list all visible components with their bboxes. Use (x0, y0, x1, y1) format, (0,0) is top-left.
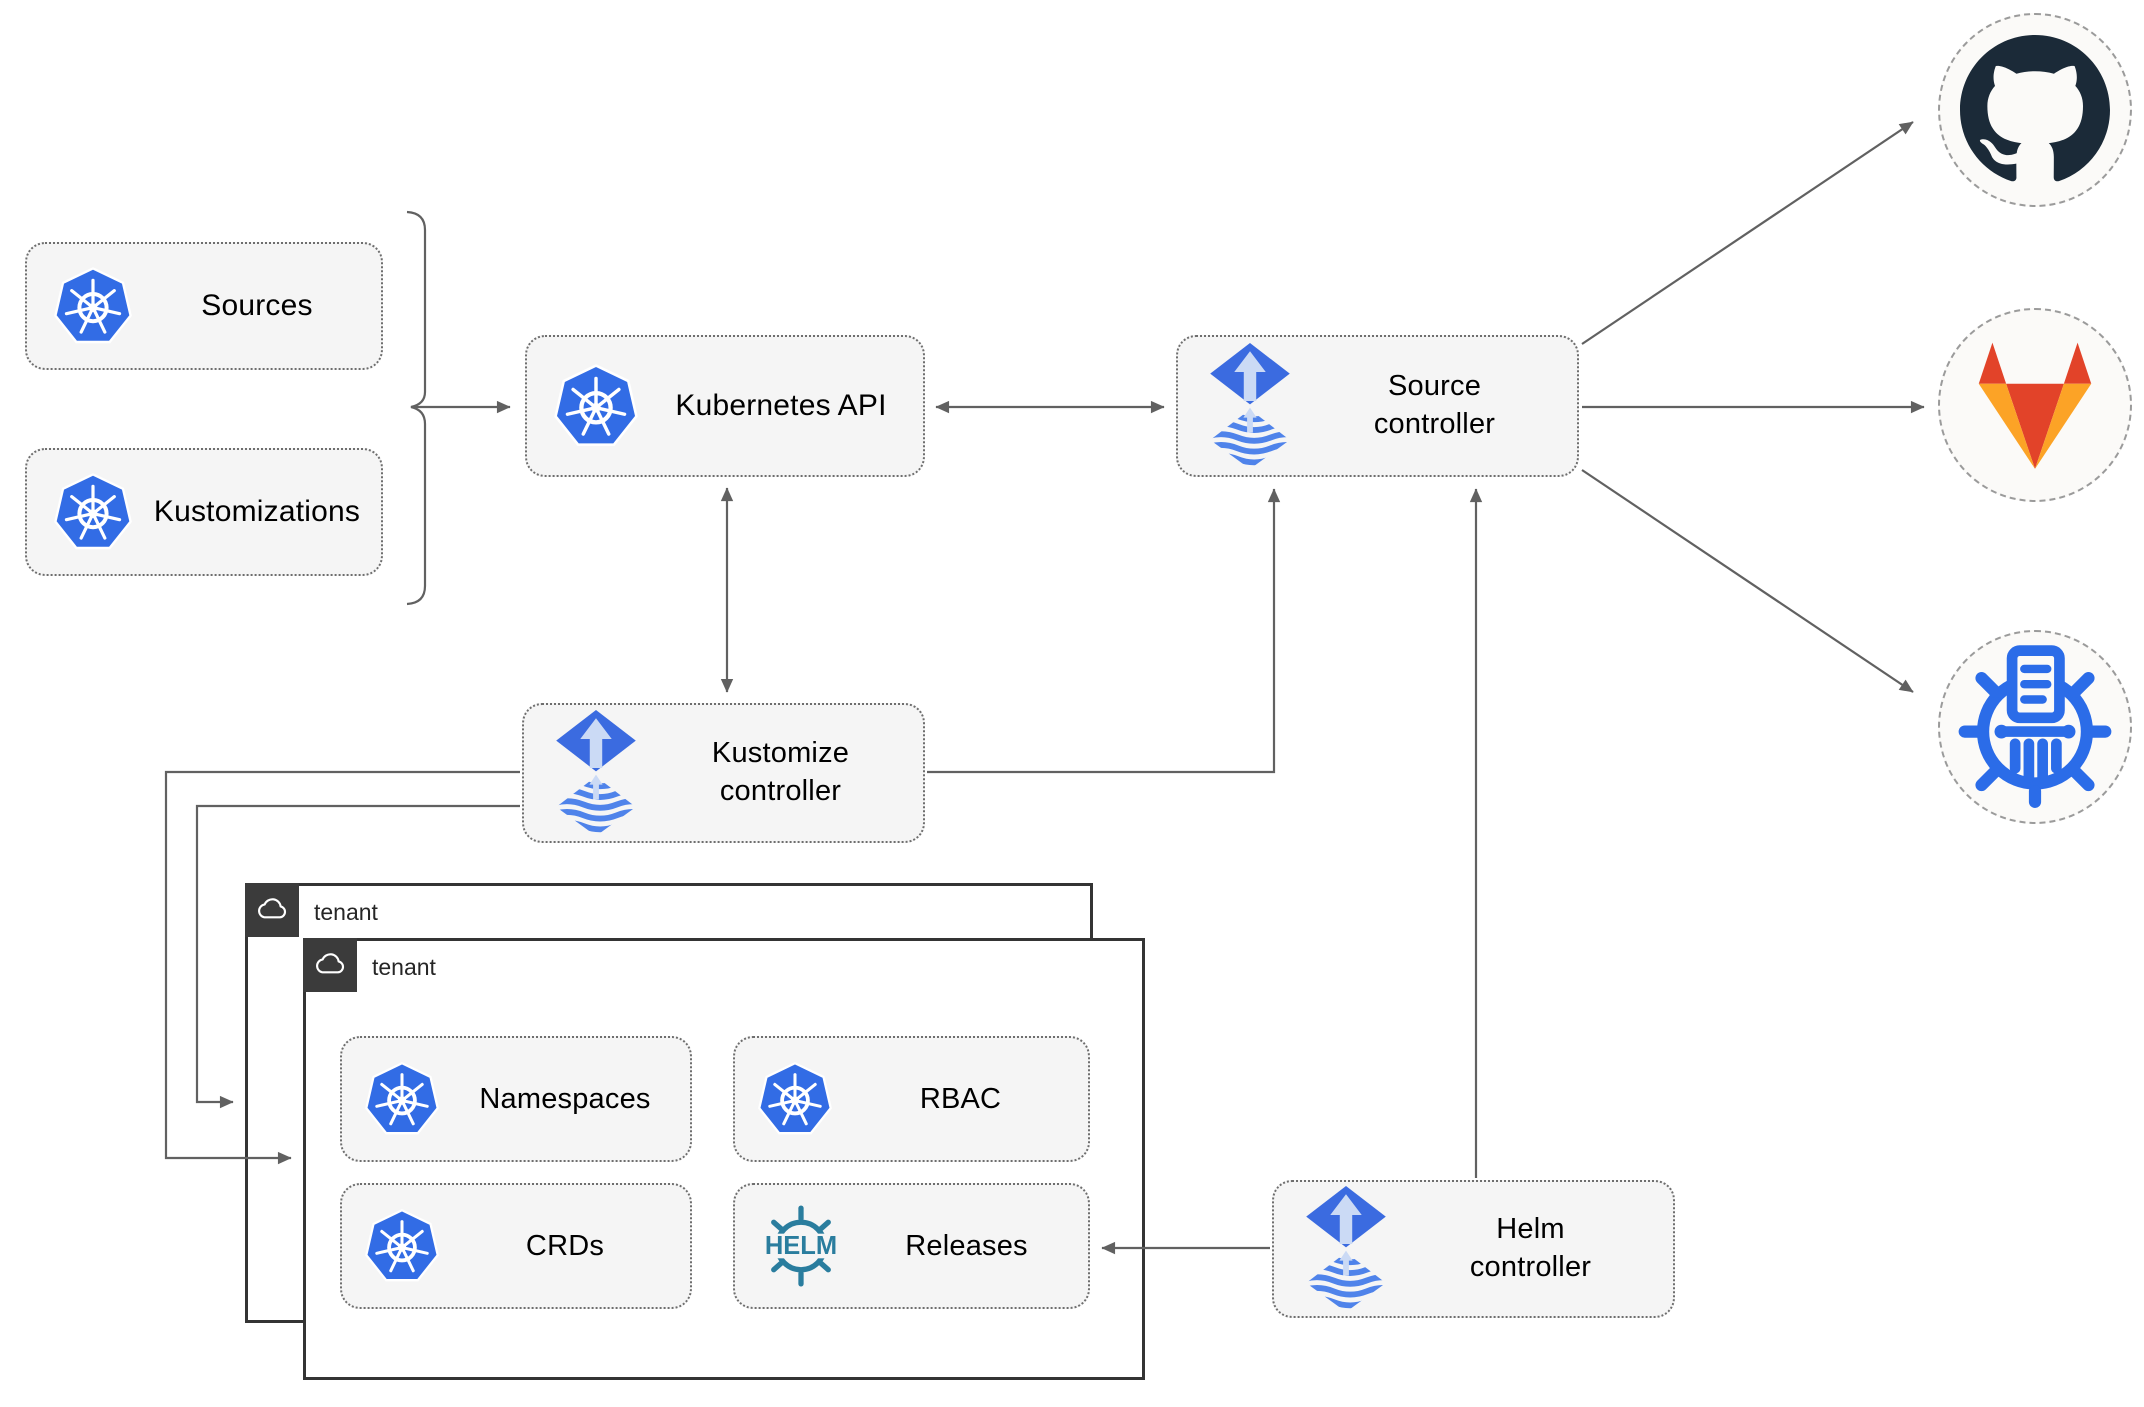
kubernetes-icon (553, 363, 639, 449)
node-label: Releases (905, 1229, 1028, 1262)
kubernetes-icon (364, 1061, 440, 1137)
node-helm-controller: Helm controller (1272, 1180, 1675, 1318)
node-kubernetes-api: Kubernetes API (525, 335, 925, 477)
node-label: CRDs (525, 1229, 605, 1262)
node-kustomizations: Kustomizations (25, 448, 383, 576)
node-label: Source controller (1292, 368, 1577, 443)
node-sources: Sources (25, 242, 383, 370)
node-releases: Releases (733, 1183, 1090, 1309)
kubernetes-icon (364, 1208, 440, 1284)
kubernetes-icon (757, 1061, 833, 1137)
kubernetes-icon (53, 266, 133, 346)
flux-icon (1304, 1186, 1388, 1312)
brace-sources-kustomizations (406, 210, 427, 606)
cloud-icon (255, 893, 289, 927)
node-crds: CRDs (340, 1183, 692, 1309)
edge-source-to-storage (1581, 469, 1914, 693)
tenant-label: tenant (314, 898, 378, 925)
edge-kustomize-to-source-controller (927, 488, 1281, 774)
edge-source-to-github (1581, 121, 1914, 345)
node-label: Kustomize controller (638, 735, 923, 810)
flux-icon (554, 710, 638, 836)
kubernetes-icon (53, 472, 133, 552)
github-icon (1960, 35, 2110, 185)
endpoint-github (1938, 13, 2132, 207)
node-label: Sources (201, 289, 313, 322)
node-kustomize-controller: Kustomize controller (522, 703, 925, 843)
node-label-line1: Source (1387, 370, 1482, 403)
node-label: Namespaces (479, 1082, 651, 1115)
node-label: Helm controller (1388, 1211, 1673, 1286)
tenant-header (245, 883, 299, 937)
node-label: Kustomizations (153, 495, 361, 528)
node-rbac: RBAC (733, 1036, 1090, 1162)
gitlab-icon (1959, 335, 2111, 475)
node-source-controller: Source controller (1176, 335, 1579, 477)
node-label-line2: controller (1469, 1251, 1592, 1283)
cloud-icon (313, 948, 347, 982)
node-label-line2: controller (719, 775, 842, 807)
node-label-line1: Helm (1496, 1213, 1565, 1246)
endpoint-storage (1938, 630, 2132, 824)
storage-icon (1951, 643, 2119, 811)
node-label: Kubernetes API (675, 389, 887, 422)
helm-icon (757, 1202, 845, 1290)
node-label-line2: controller (1373, 408, 1496, 440)
flux-icon (1208, 343, 1292, 469)
endpoint-gitlab (1938, 308, 2132, 502)
node-label: RBAC (919, 1082, 1002, 1115)
node-label-line1: Kustomize (711, 737, 850, 770)
tenant-header (303, 938, 357, 992)
node-namespaces: Namespaces (340, 1036, 692, 1162)
tenant-label: tenant (372, 953, 436, 980)
